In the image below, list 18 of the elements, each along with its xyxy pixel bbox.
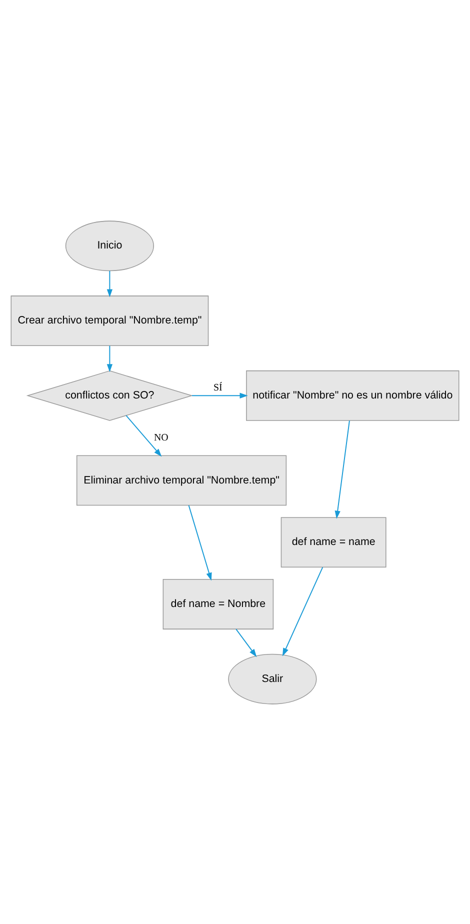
arrow — [106, 270, 113, 297]
node-box: notificar "Nombre" no es un nombre válido — [246, 370, 460, 420]
node-box: Crear archivo temporal "Nombre.temp" — [10, 295, 209, 346]
arrow — [126, 414, 162, 456]
node-diamond: conflictos con SO? — [26, 370, 194, 420]
edge-label: NO — [154, 432, 168, 444]
node-box: def name = Nombre — [162, 578, 274, 629]
node-box: def name = name — [280, 516, 386, 568]
arrow — [334, 420, 350, 518]
arrow — [191, 392, 248, 398]
arrow — [188, 504, 212, 580]
arrow — [236, 628, 257, 657]
node-ellipse: Salir — [228, 653, 317, 704]
node-box: Eliminar archivo temporal "Nombre.temp" — [76, 454, 287, 506]
arrow — [282, 566, 324, 656]
arrow — [106, 344, 113, 372]
edge-label: SÍ — [213, 382, 222, 394]
node-ellipse: Inicio — [65, 220, 154, 271]
